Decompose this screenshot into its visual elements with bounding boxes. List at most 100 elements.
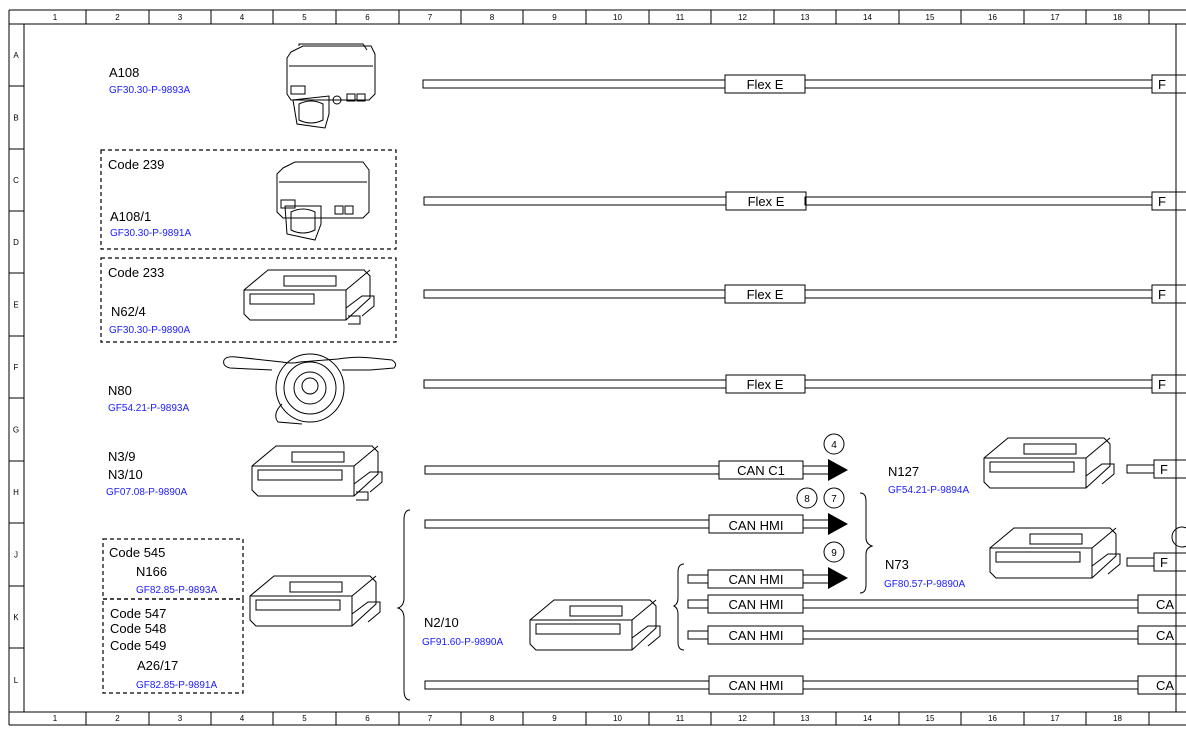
module-n2-10-icon xyxy=(529,599,661,651)
doc-link-n166[interactable]: GF82.85-P-9893A xyxy=(136,585,217,596)
doc-link-a26-17[interactable]: GF82.85-P-9891A xyxy=(136,680,217,691)
bus-can-hmi-1: CAN HMI 8 7 xyxy=(424,487,848,535)
grid-row-label: L xyxy=(14,676,19,685)
arrow-icon xyxy=(828,459,848,481)
grid-column-label: 13 xyxy=(801,714,810,723)
option-box-code-547 xyxy=(102,598,244,694)
reference-marker[interactable] xyxy=(823,433,845,455)
connector-label: CAN HMI xyxy=(729,597,784,612)
grid-column-label: 15 xyxy=(926,714,935,723)
connector-label: CAN HMI xyxy=(729,572,784,587)
arrow-icon xyxy=(828,567,848,589)
grid-row-label: A xyxy=(13,51,19,60)
code-label-545: Code 545 xyxy=(109,545,165,560)
connector-label: Flex E xyxy=(747,287,784,302)
grid-column-label: 12 xyxy=(738,13,747,22)
grid-column-label: 7 xyxy=(428,714,433,723)
grid-row-label: D xyxy=(13,238,19,247)
reference-marker[interactable] xyxy=(823,541,845,563)
grid-column-label: 7 xyxy=(428,13,433,22)
component-id-a108: A108 xyxy=(109,65,139,80)
doc-link-a108[interactable]: GF30.30-P-9893A xyxy=(109,85,190,96)
grid-column-label: 14 xyxy=(863,714,872,723)
sensor-a108-icon xyxy=(286,43,376,129)
reference-marker[interactable] xyxy=(796,487,818,509)
bus-can-hmi-5: CAN HMI CA xyxy=(424,675,1186,695)
grid-column-label: 15 xyxy=(926,13,935,22)
bus-can-hmi-4: CAN HMI CA xyxy=(687,625,1186,645)
grid-column-label: 9 xyxy=(552,13,557,22)
sensor-a108-1-icon xyxy=(276,161,370,241)
connector-label: CAN HMI xyxy=(729,518,784,533)
grid-column-label: 1 xyxy=(53,714,58,723)
code-label-233: Code 233 xyxy=(108,265,164,280)
connector-label-cut: F xyxy=(1158,377,1166,392)
grid-column-label: 18 xyxy=(1113,714,1122,723)
component-id-a108-1: A108/1 xyxy=(110,209,151,224)
grid-column-label: 14 xyxy=(863,13,872,22)
reference-number: 7 xyxy=(831,494,837,505)
component-id-n80: N80 xyxy=(108,383,132,398)
connector-label-cut: CA xyxy=(1156,678,1174,693)
component-id-n3-10: N3/10 xyxy=(108,467,143,482)
connector-label: CAN C1 xyxy=(737,463,785,478)
grid-column-label: 2 xyxy=(115,13,120,22)
connector-label-cut: F xyxy=(1158,77,1166,92)
reference-number: 4 xyxy=(831,440,837,451)
option-box-code-239 xyxy=(100,149,397,250)
grid-column-label: 12 xyxy=(738,714,747,723)
doc-link-n73[interactable]: GF80.57-P-9890A xyxy=(884,579,965,590)
grid-row-label: E xyxy=(13,301,18,310)
grid-row-label: K xyxy=(13,613,19,622)
component-id-a26-17: A26/17 xyxy=(137,658,178,673)
reference-number: 9 xyxy=(831,548,837,559)
bus-flex-e-a108-1: Flex E F xyxy=(423,191,1186,211)
doc-link-a108-1[interactable]: GF30.30-P-9891A xyxy=(110,228,191,239)
grid-column-label: 3 xyxy=(178,13,183,22)
bus-flex-e-a108: Flex E F xyxy=(422,74,1186,94)
code-label-549: Code 549 xyxy=(110,638,166,653)
connector-label-cut: F xyxy=(1158,287,1166,302)
bus-can-c1: CAN C1 4 xyxy=(424,433,848,481)
grid-column-label: 2 xyxy=(115,714,120,723)
doc-link-n3-9[interactable]: GF07.08-P-9890A xyxy=(106,487,187,498)
reference-number: 8 xyxy=(804,494,810,505)
connector-label-cut: F xyxy=(1158,194,1166,209)
module-n73-icon xyxy=(989,527,1121,579)
reference-marker[interactable] xyxy=(823,487,845,509)
module-n166-icon xyxy=(249,575,381,627)
grid-column-label: 16 xyxy=(988,714,997,723)
grid-column-label: 17 xyxy=(1051,714,1060,723)
bus-stub-n127: F xyxy=(1126,459,1186,479)
row-ticks xyxy=(9,85,24,649)
connector-label-cut: F xyxy=(1160,555,1168,570)
grid-column-label: 10 xyxy=(613,13,622,22)
grid-column-label: 4 xyxy=(240,13,245,22)
component-id-n3-9: N3/9 xyxy=(108,449,135,464)
doc-link-n80[interactable]: GF54.21-P-9893A xyxy=(108,403,189,414)
steering-switch-n80-icon xyxy=(223,353,397,425)
connector-label: Flex E xyxy=(747,377,784,392)
connector-label: Flex E xyxy=(748,194,785,209)
component-id-n62-4: N62/4 xyxy=(111,304,146,319)
doc-link-n2-10[interactable]: GF91.60-P-9890A xyxy=(422,637,503,648)
brace-n2-10 xyxy=(396,509,411,701)
grid-column-label: 6 xyxy=(365,13,370,22)
option-box-code-233 xyxy=(100,257,397,343)
grid-column-label: 9 xyxy=(552,714,557,723)
bus-flex-e-n80: Flex E F xyxy=(423,374,1186,394)
code-label-548: Code 548 xyxy=(110,621,166,636)
component-id-n2-10: N2/10 xyxy=(424,615,459,630)
bus-stub-n73: F xyxy=(1126,526,1186,572)
doc-link-n62-4[interactable]: GF30.30-P-9890A xyxy=(109,325,190,336)
connector-label-cut: CA xyxy=(1156,597,1174,612)
grid-column-label: 16 xyxy=(988,13,997,22)
doc-link-n127[interactable]: GF54.21-P-9894A xyxy=(888,485,969,496)
connector-label-cut: F xyxy=(1160,462,1168,477)
grid-column-label: 8 xyxy=(490,13,495,22)
connector-label: CAN HMI xyxy=(729,678,784,693)
arrow-icon xyxy=(828,513,848,535)
code-label-239: Code 239 xyxy=(108,157,164,172)
